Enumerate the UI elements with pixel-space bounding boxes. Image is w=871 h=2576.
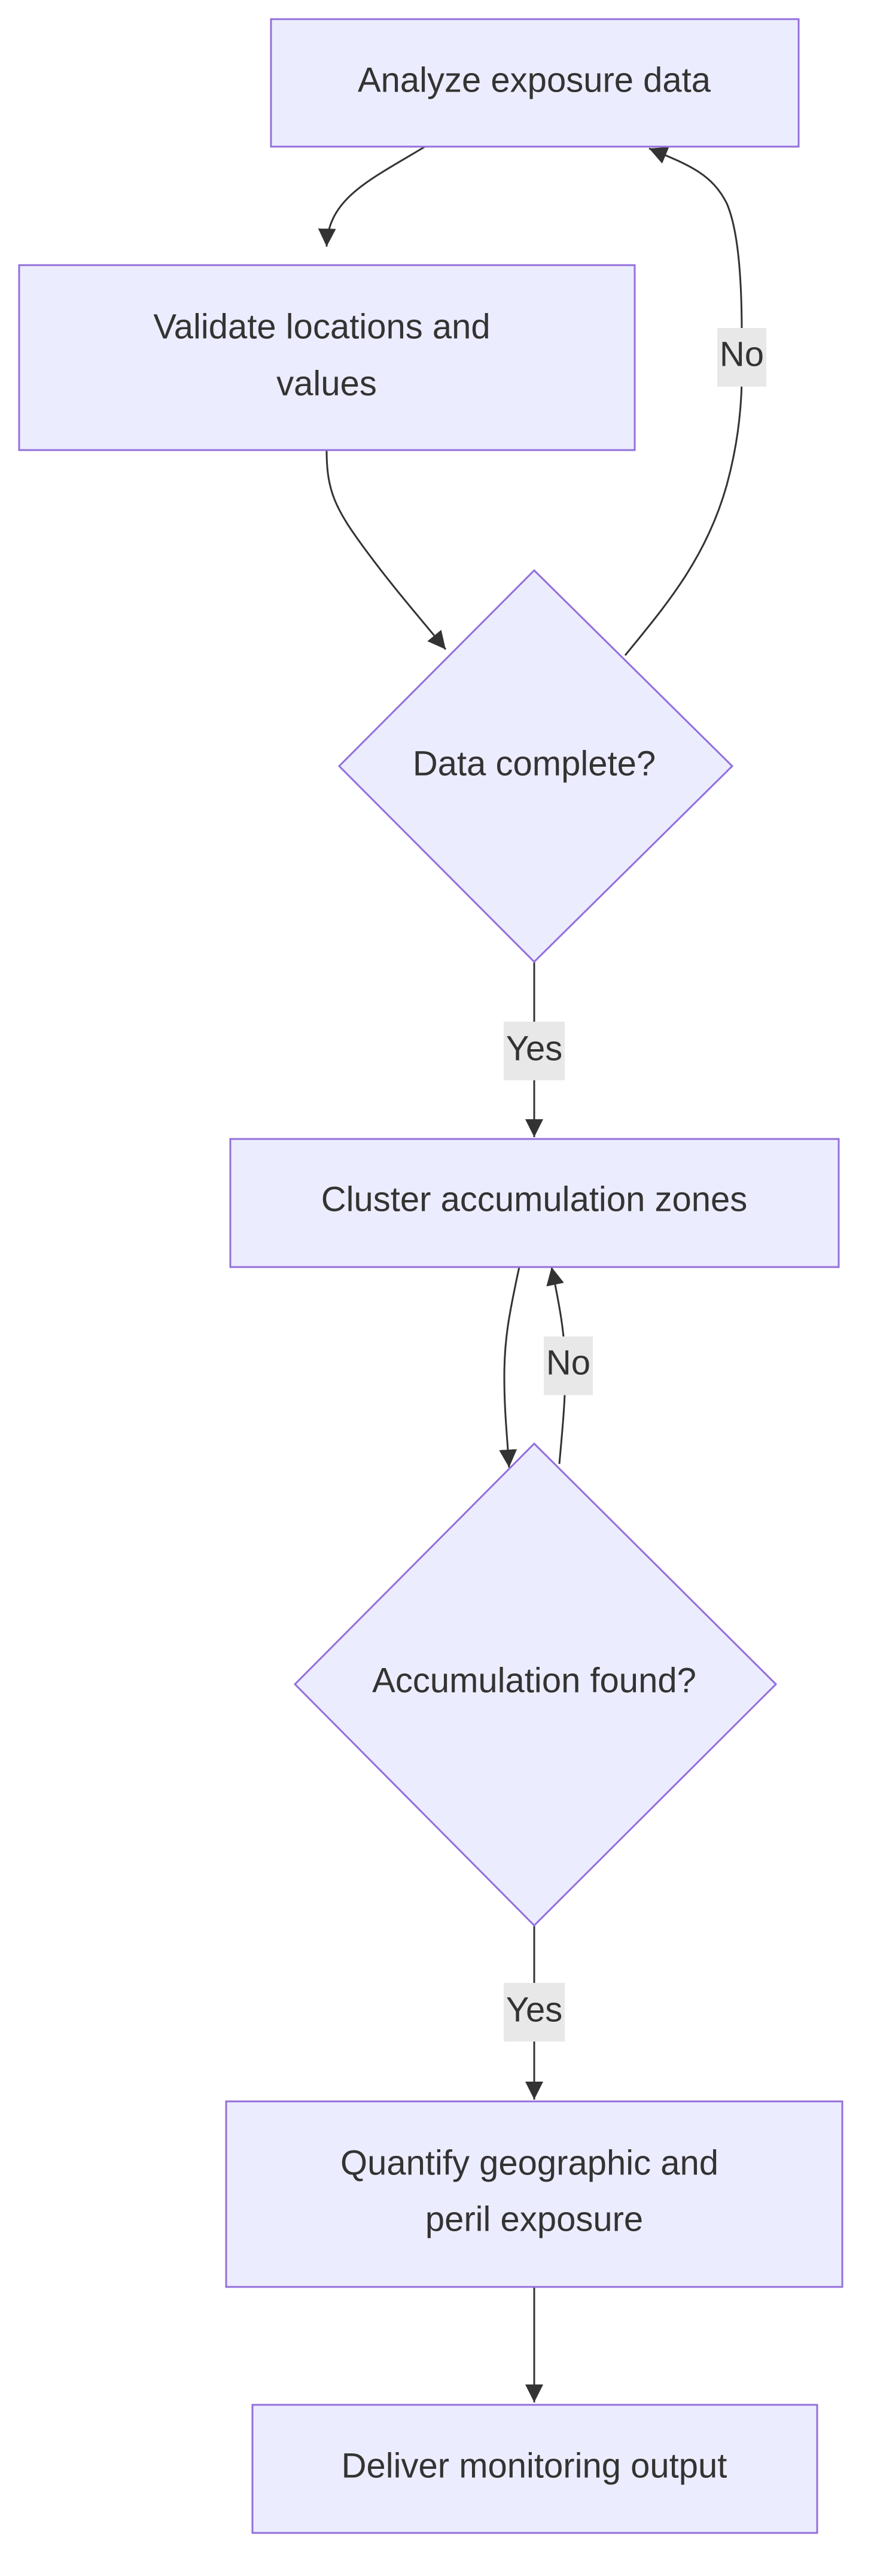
node-cluster-accumulation-zones[interactable]: Cluster accumulation zones xyxy=(229,1138,840,1268)
edge-label-data-complete-yes: Yes xyxy=(504,1022,565,1080)
edge-cluster-to-accumulation-found xyxy=(499,1266,520,1468)
edge-labels: No Yes No Yes xyxy=(504,328,766,2042)
node-data-complete-decision[interactable]: Data complete? xyxy=(337,569,734,964)
node-label: Analyze exposure data xyxy=(358,61,711,100)
node-label-line-2: peril exposure xyxy=(425,2200,643,2239)
node-label: Cluster accumulation zones xyxy=(321,1180,747,1219)
edge-label-accumulation-found-no: No xyxy=(544,1336,593,1395)
node-validate-locations-and-values[interactable]: Validate locations and values xyxy=(18,264,636,451)
node-quantify-geographic-and-peril-exposure[interactable]: Quantify geographic and peril exposure xyxy=(225,2100,843,2288)
edges xyxy=(318,145,743,2402)
node-label: Data complete? xyxy=(413,745,656,783)
edge-label-text: No xyxy=(546,1344,590,1383)
edge-label-text: No xyxy=(720,335,764,374)
node-label-line-2: values xyxy=(276,364,377,403)
node-deliver-monitoring-output[interactable]: Deliver monitoring output xyxy=(251,2404,818,2534)
edge-label-accumulation-found-yes: Yes xyxy=(504,1983,565,2042)
node-accumulation-found-decision[interactable]: Accumulation found? xyxy=(293,1442,778,1927)
nodes: Analyze exposure data Validate locations… xyxy=(18,18,843,2534)
edge-label-text: Yes xyxy=(506,1029,563,1068)
edge-validate-to-data-complete xyxy=(325,449,447,650)
node-label: Deliver monitoring output xyxy=(342,2447,727,2486)
node-label-line-1: Validate locations and xyxy=(153,308,490,347)
edge-data-complete-no-to-analyze xyxy=(624,147,743,656)
edge-label-text: Yes xyxy=(506,1991,563,2030)
node-label-line-1: Quantify geographic and xyxy=(340,2144,718,2183)
node-label: Accumulation found? xyxy=(372,1661,696,1700)
edge-label-data-complete-no: No xyxy=(717,328,766,387)
node-analyze-exposure-data[interactable]: Analyze exposure data xyxy=(270,18,800,148)
edge-analyze-to-validate xyxy=(318,145,427,247)
